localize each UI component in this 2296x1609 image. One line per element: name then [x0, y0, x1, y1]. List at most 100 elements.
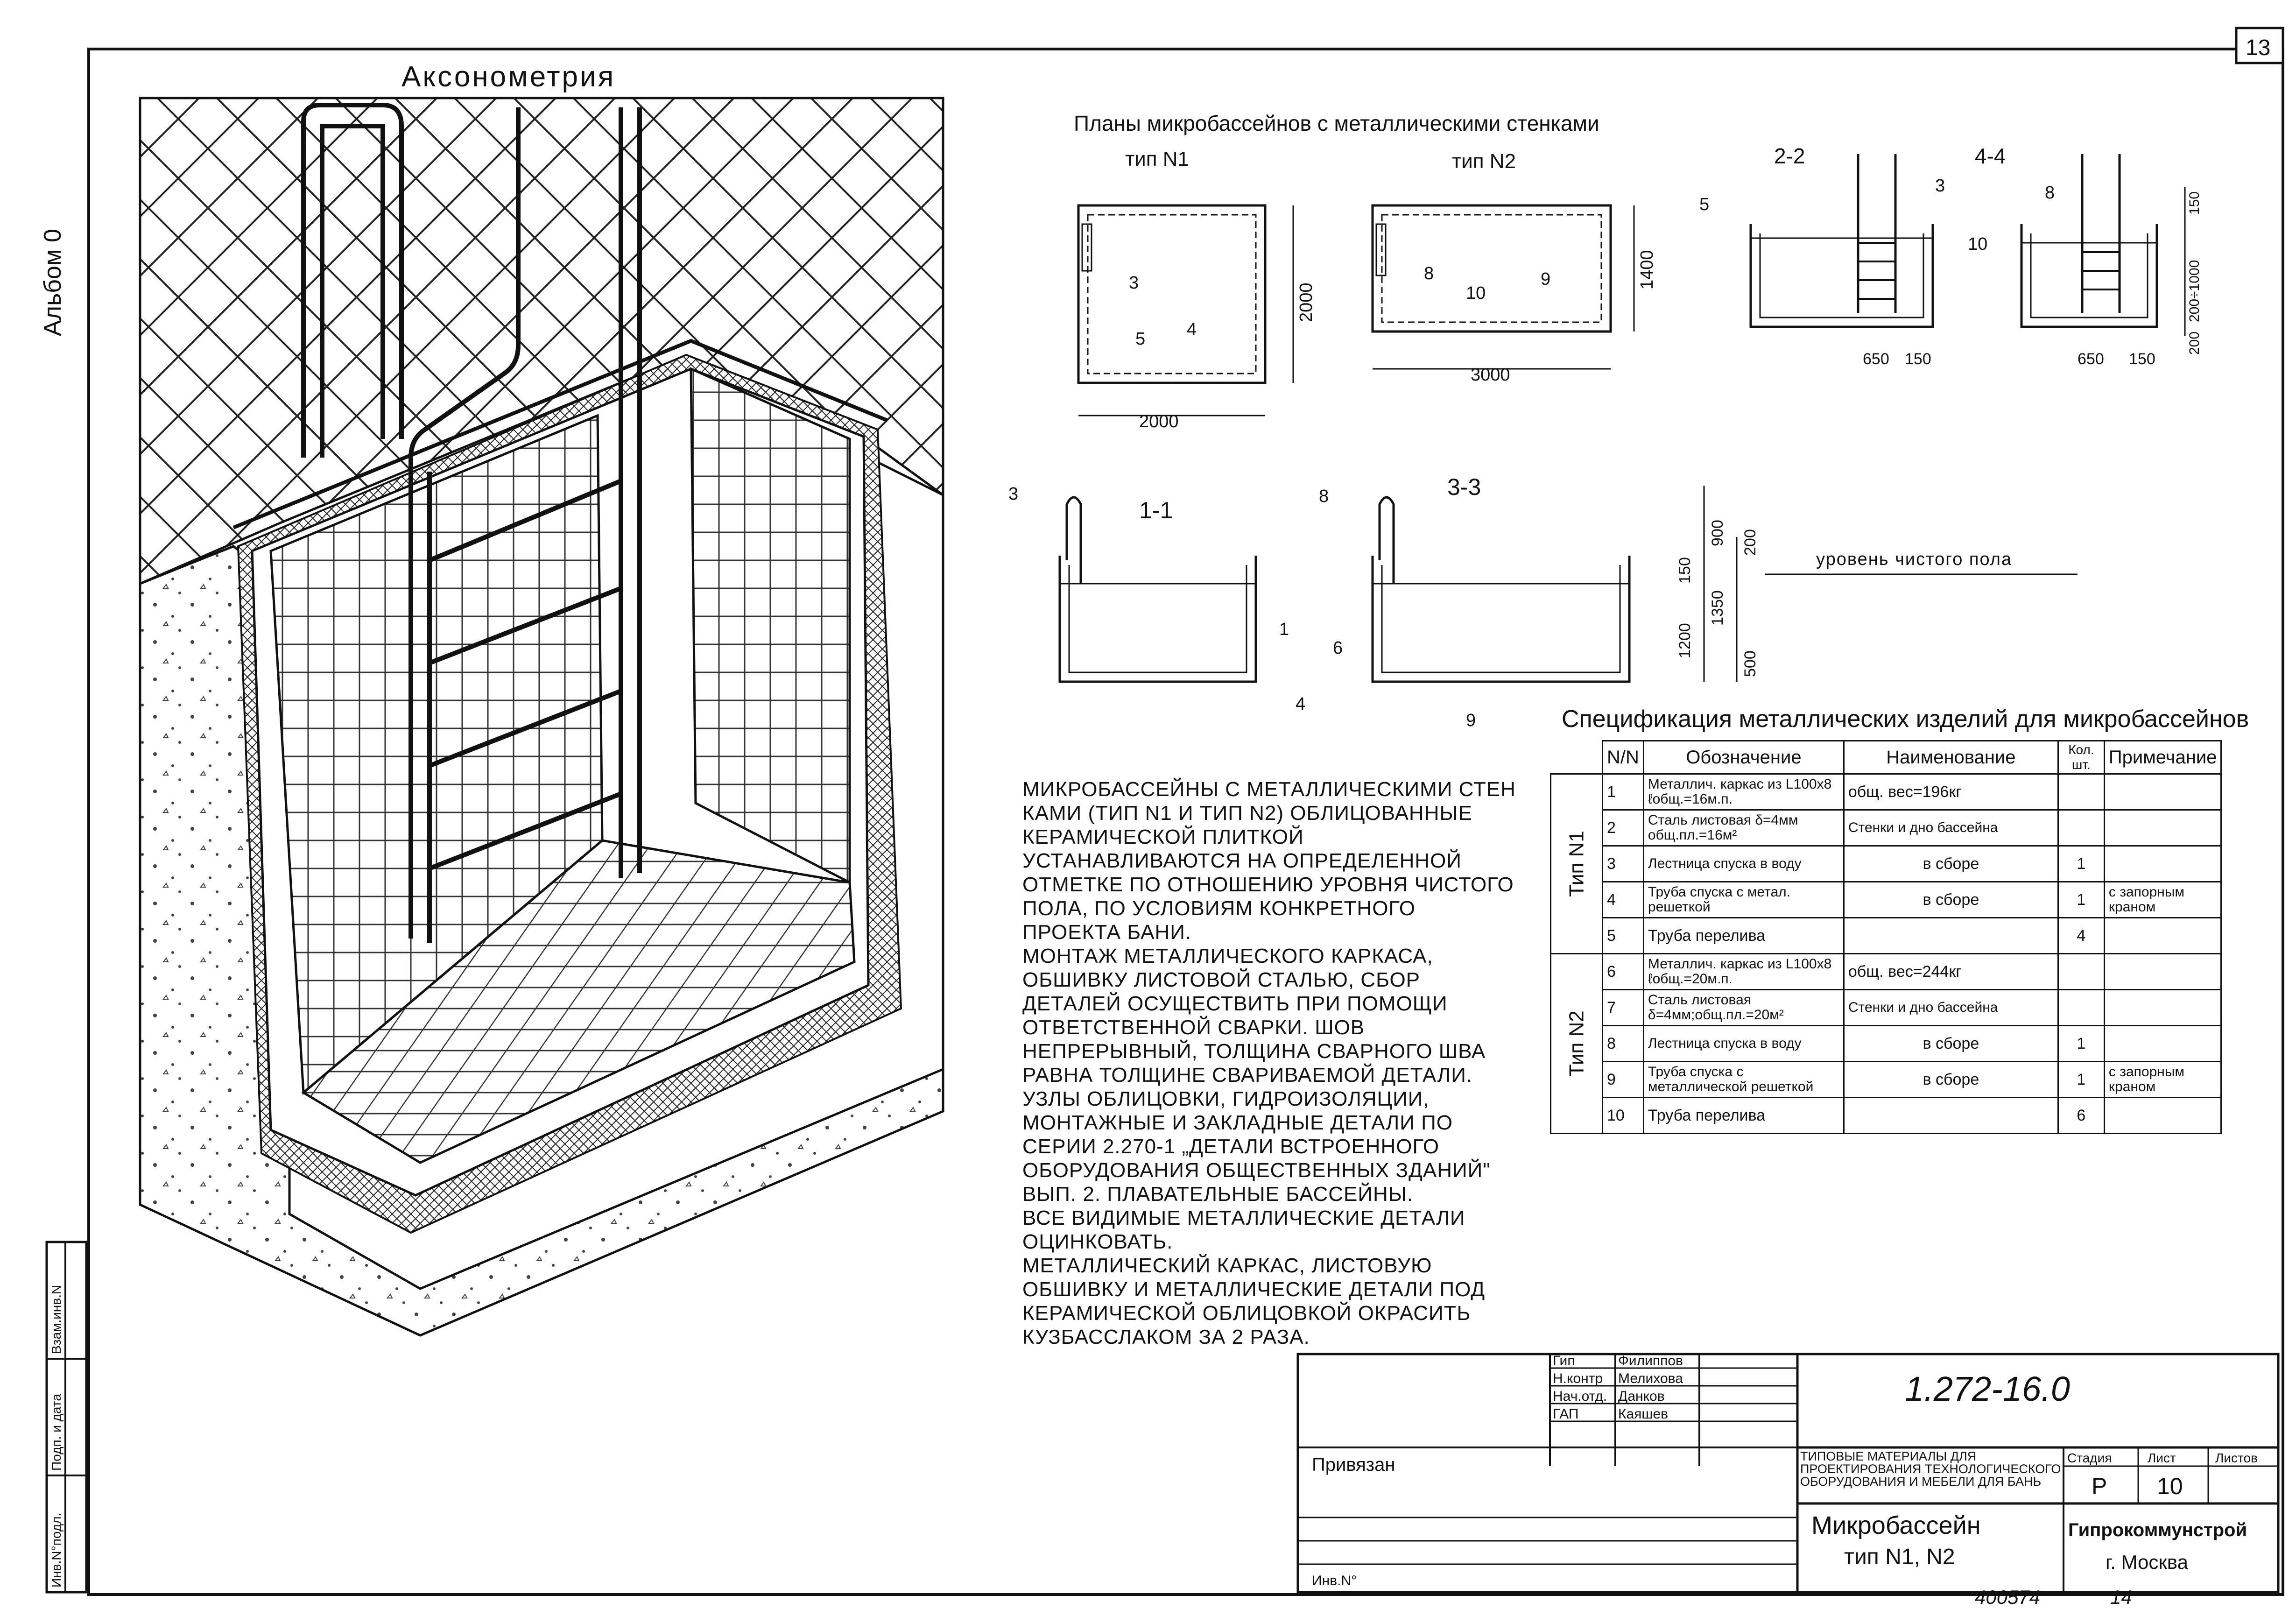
leader-8: 8: [1424, 264, 1434, 283]
table-row: 5 Труба перелива 4: [1551, 917, 2222, 954]
spec-cell: 10: [1602, 1097, 1644, 1134]
leader-4-s11: 4: [1296, 694, 1305, 714]
plan-type2: [1371, 204, 1635, 370]
spec-header-n: N/N: [1602, 740, 1644, 775]
leader-8-s44: 8: [2045, 183, 2055, 203]
spec-cell: в сборе: [1843, 845, 2059, 882]
sheets-label: Листов: [2215, 1451, 2258, 1465]
section-4-4: [2020, 154, 2186, 336]
spec-header-note: Примечание: [2103, 740, 2222, 775]
basin-floor: [301, 839, 856, 1164]
stamp-org: Гипрокоммунстрой: [2068, 1520, 2247, 1540]
leader-9-s33: 9: [1466, 711, 1476, 730]
spec-cell: [2057, 773, 2105, 811]
dim-900: 900: [1709, 520, 1726, 546]
spec-cell: [2103, 1025, 2222, 1062]
s44-dim-v1: 150: [2187, 191, 2202, 215]
stamp-subtitle: тип N1, N2: [1844, 1545, 1955, 1569]
table-row: 10 Труба перелива 6: [1551, 1097, 2222, 1134]
leader-8-s33: 8: [1319, 487, 1329, 506]
type1-label: тип N1: [1125, 148, 1189, 170]
leader-3: 3: [1129, 273, 1139, 293]
axonometry-drawing: Аксонометрия: [139, 61, 944, 1337]
note-5: Металлический каркас, листовую обшивку и…: [1022, 1254, 1486, 1348]
role-nkontr: Н.контр: [1553, 1371, 1603, 1386]
table-row: 4 Труба спуска с метал. решеткой в сборе…: [1551, 881, 2222, 918]
spec-table: N/N Обозначение Наименование Кол. шт. Пр…: [1550, 740, 2222, 1134]
stamp-city: г. Москва: [2106, 1551, 2189, 1573]
note-2: Монтаж металлического каркаса, обшивку л…: [1022, 945, 1486, 1087]
inv-label: Инв.N°: [1312, 1573, 1357, 1588]
spec-cell: с запорным краном: [2103, 881, 2222, 918]
name-nkontr: Мелихова: [1618, 1371, 1683, 1386]
spec-cell: общ. вес=244кг: [1843, 953, 2059, 990]
section-3-3-label: 3-3: [1447, 474, 1481, 500]
t2-height-dim: 1400: [1637, 250, 1657, 289]
spec-cell: Металлич. каркас из L100x8 ℓобщ.=20м.п.: [1642, 953, 1845, 990]
role-nachotd: Нач.отд.: [1553, 1389, 1607, 1404]
spec-cell: [2103, 917, 2222, 954]
spec-group-2: Тип N2: [1550, 953, 1603, 1134]
spec-cell: 1: [2057, 1061, 2105, 1098]
role-gap: ГАП: [1553, 1406, 1578, 1422]
spec-cell: в сборе: [1843, 881, 2059, 918]
spec-group-1: Тип N1: [1550, 774, 1603, 954]
leader-1-s11: 1: [1279, 620, 1289, 639]
spec-cell: 4: [2057, 917, 2105, 954]
s22-dim-b: 150: [1905, 350, 1931, 368]
spec-header-row: N/N Обозначение Наименование Кол. шт. Пр…: [1551, 740, 2222, 775]
spec-cell: [1843, 1097, 2059, 1134]
bottom-page: 14: [2110, 1586, 2132, 1608]
note-1: Микробассейны с металлическими стен ками…: [1022, 778, 1516, 944]
s44-dim-b: 150: [2129, 350, 2155, 368]
doc-code: 1.272-16.0: [1905, 1369, 2070, 1408]
leader-3-s11: 3: [1008, 484, 1018, 504]
leader-10: 10: [1466, 283, 1486, 303]
sheet-number-box: [2235, 27, 2284, 64]
table-row: 3 Лестница спуска в воду в сборе 1: [1551, 845, 2222, 882]
spec-cell: Сталь листовая δ=4мм;общ.пл.=20м²: [1642, 989, 1845, 1026]
spec-cell: [2103, 953, 2222, 990]
role-gip: Гип: [1553, 1353, 1575, 1369]
stamp-description: Типовые материалы для проектирования тех…: [1800, 1450, 2061, 1489]
bound-label: Привязан: [1312, 1454, 1395, 1475]
title-block: [1296, 1353, 2280, 1594]
leader-3-s22: 3: [1935, 176, 1945, 196]
plan-type1: [1077, 204, 1294, 416]
spec-cell: с запорным краном: [2103, 1061, 2222, 1098]
sheet-number: 13: [2246, 35, 2270, 60]
section-1-1-label: 1-1: [1139, 497, 1173, 523]
notes-block: Микробассейны с металлическими стен ками…: [1022, 777, 1517, 1349]
s22-dim-a: 650: [1863, 350, 1889, 368]
leader-4: 4: [1187, 320, 1197, 339]
s44-dim-v2: 200÷1000: [2187, 260, 2202, 322]
note-3: Узлы облицовки, гидроизоляции, монтажные…: [1022, 1087, 1491, 1206]
spec-cell: 9: [1602, 1061, 1644, 1098]
sheet-value: 10: [2157, 1473, 2183, 1499]
spec-cell: 5: [1602, 917, 1644, 954]
floor-level-label: уровень чистого пола: [1816, 550, 2012, 569]
table-row: 9 Труба спуска с металлической решеткой …: [1551, 1061, 2222, 1098]
plans: Планы микробассейнов с металлическими ст…: [1008, 111, 2202, 730]
spec-title: Спецификация металлических изделий для м…: [1562, 706, 2249, 733]
leader-6-s33: 6: [1333, 638, 1343, 658]
axonometry-title: Аксонометрия: [401, 61, 615, 93]
spec-cell: Труба спуска с металлической решеткой: [1642, 1061, 1845, 1098]
spec-header-name: Наименование: [1843, 740, 2059, 775]
s44-dim-v3: 200: [2187, 332, 2202, 355]
spec-cell: Труба перелива: [1642, 917, 1845, 954]
section-2-2-label: 2-2: [1774, 144, 1805, 168]
spec-cell: [2103, 989, 2222, 1026]
table-row: 2 Сталь листовая δ=4мм общ.пл.=16м² Стен…: [1551, 809, 2222, 847]
spec-cell: [2103, 1097, 2222, 1134]
spec-cell: [2103, 773, 2222, 811]
table-row: Тип N1 1 Металлич. каркас из L100x8 ℓобщ…: [1550, 773, 2222, 954]
spec-cell: Лестница спуска в воду: [1642, 1025, 1845, 1062]
album-label: Альбом 0: [39, 229, 66, 336]
s44-dim-a: 650: [2078, 350, 2104, 368]
leader-5-s22: 5: [1699, 195, 1709, 214]
section-4-4-label: 4-4: [1975, 144, 2006, 168]
name-gip: Филиппов: [1618, 1353, 1683, 1369]
spec-cell: Стенки и дно бассейна: [1843, 809, 2059, 847]
t1-height-dim: 2000: [1296, 282, 1316, 322]
